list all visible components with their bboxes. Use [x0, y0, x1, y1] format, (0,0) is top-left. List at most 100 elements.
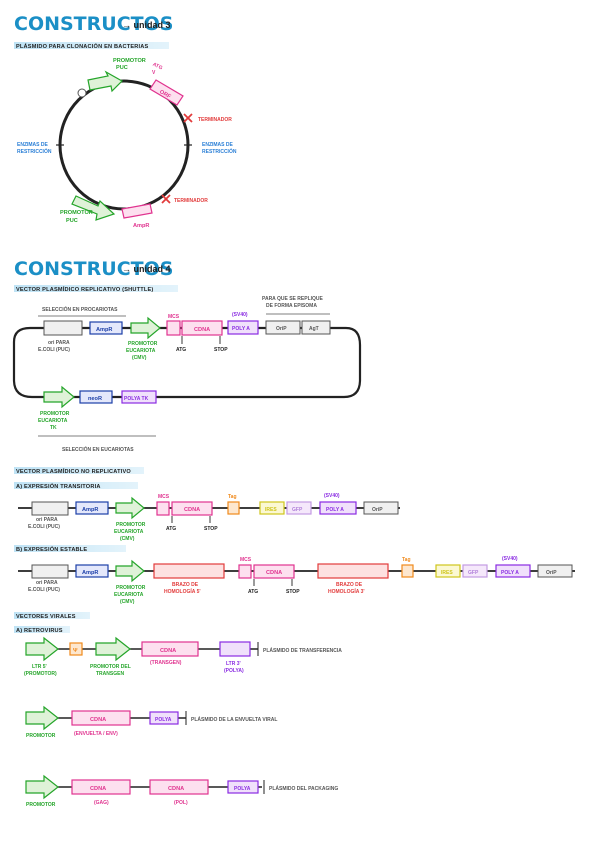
u3-puc-label: PUC [116, 65, 128, 71]
u3-title: CONSTRUCTOS [14, 13, 173, 35]
nr-b-cdna-box [253, 564, 295, 579]
vv-pol-box [149, 779, 209, 795]
u4-stop: STOP [214, 347, 228, 353]
u4-mcs-box [166, 320, 181, 336]
u3-unit: → unidad 3 [122, 20, 171, 30]
vv-ltr5-1: LTR 5' [32, 664, 47, 670]
nr-a-highlight [14, 482, 138, 489]
u4-prom-3: (CMV) [132, 355, 147, 361]
nr-b-sv40: (SV40) [502, 556, 518, 562]
nr-a-mcs: MCS [158, 494, 170, 500]
u3-enzimas-right-1: ENZIMAS DE [202, 142, 234, 148]
u4-subtitle: VECTOR PLASMÍDICO REPLICATIVO (SHUTTLE) [16, 285, 154, 293]
nr-b-highlight [14, 545, 126, 552]
vv-r3-promoter [25, 774, 59, 800]
vv-psi: Ψ [73, 648, 78, 654]
nr-a-prom-2: EUCARIOTA [114, 529, 144, 535]
nr-a-cdna-box [171, 501, 213, 516]
u3-subtitle-highlight [14, 42, 169, 49]
u3-promoter-arrow [87, 70, 123, 93]
u4-tk-promoter [43, 385, 75, 409]
u4-plasmid-right [155, 326, 362, 399]
vv-promtransgen-arrow [95, 636, 131, 662]
nr-a-atg: ATG [166, 526, 176, 532]
nr-subtitle: VECTOR PLASMÍDICO NO REPLICATIVO [16, 467, 131, 475]
nr-b-ampr: AmpR [82, 570, 98, 576]
nr-a-title: A) EXPRESIÓN TRANSITORIA [16, 482, 101, 490]
nr-a-orip: OriP [372, 507, 383, 513]
vv-gag-box [71, 779, 131, 795]
nr-b-ires: IRES [441, 570, 453, 576]
u4-episoma-2: DE FORMA EPISOMA [266, 303, 317, 309]
nr-b-prom-3: (CMV) [120, 599, 135, 605]
nr-b-mcs: MCS [240, 557, 252, 563]
vv-transgen: (TRANSGEN) [150, 660, 182, 666]
nr-b-polya: POLY A [501, 570, 519, 576]
nr-a-polya: POLY A [326, 507, 344, 513]
u4-mcs: MCS [168, 314, 180, 320]
u3-terminator-2 [161, 194, 171, 204]
u3-promotor-label: PROMOTOR [113, 58, 146, 64]
nr-a-stop: STOP [204, 526, 218, 532]
nr-a-tag-box [227, 501, 240, 515]
u4-ampr-box [89, 321, 123, 335]
vv-r3-polya-box [227, 780, 259, 794]
nr-b-gfp-box [462, 564, 488, 578]
u4-ori-2: E.COLI (PUC) [38, 347, 70, 353]
nr-a-sv40: (SV40) [324, 493, 340, 499]
nr-a-ampr-box [75, 501, 109, 515]
vv-plasmido-packaging: PLÁSMIDO DEL PACKAGING [269, 785, 338, 792]
nr-a-gfp-box [286, 501, 312, 515]
vv-r2-polya-box [149, 711, 179, 725]
u4-polyatk-box [121, 390, 157, 404]
u3-terminador-2-label: TERMINADOR [174, 198, 208, 204]
u4-prom-1: PROMOTOR [128, 341, 158, 347]
nr-b-brazo5-1: BRAZO DE [172, 582, 199, 588]
u4-episoma-1: PARA QUE SE REPLIQUE [262, 296, 324, 302]
nr-a-promoter [115, 496, 145, 520]
nr-b-stop: STOP [286, 589, 300, 595]
nr-b-tag: Tag [402, 557, 411, 563]
vv-subtitle: VECTORES VIRALES [16, 614, 76, 620]
vv-ltr5-arrow [25, 636, 59, 662]
u4-sv40: (SV40) [232, 312, 248, 318]
nr-a-mcs-box [156, 501, 170, 516]
nr-b-brazo3-1: BRAZO DE [336, 582, 363, 588]
vv-ltr3-2: (POLYA) [224, 668, 244, 674]
vv-promtransgen-1: PROMOTOR DEL [90, 664, 131, 670]
nr-b-cdna: CDNA [266, 570, 282, 576]
u4-prom-2: EUCARIOTA [126, 348, 156, 354]
nr-b-brazo5-2: HOMOLOGÍA 5' [164, 587, 201, 595]
u4-subtitle-highlight [14, 285, 178, 292]
vv-subtitle-highlight [14, 612, 90, 619]
u3-ori-dot [77, 88, 87, 98]
u3-subtitle: PLÁSMIDO PARA CLONACIÓN EN BACTERIAS [16, 42, 149, 50]
nr-subtitle-highlight [14, 467, 144, 474]
nr-a-ori-box [31, 501, 69, 516]
u3-enzimas-left-2: RESTRICCIÓN [17, 147, 52, 155]
u3-enzimas-left-1: ENZIMAS DE [17, 142, 49, 148]
u4-promoter-arrow [130, 316, 161, 340]
vv-cdna-transgen-box [141, 641, 199, 657]
nr-a-tag: Tag [228, 494, 237, 500]
u4-tk-2: EUCARIOTA [38, 418, 68, 424]
u4-polya-box [227, 320, 259, 335]
nr-b-gfp: GFP [468, 570, 479, 576]
nr-b-promoter [115, 559, 145, 583]
u3-orf-label: ORF [158, 89, 172, 100]
u4-ori-1: ori PARA [48, 340, 70, 346]
u3-puc-2: PUC [66, 218, 78, 224]
vv-plasmido-envuelta: PLÁSMIDO DE LA ENVUELTA VIRAL [191, 716, 277, 723]
nr-b-atg: ATG [248, 589, 258, 595]
nr-b-brazo3-box [317, 563, 389, 579]
u4-neor-box [79, 390, 113, 404]
vv-r3-promotor: PROMOTOR [26, 802, 56, 808]
nr-a-orip-box [363, 501, 399, 515]
u4-neor: neoR [88, 396, 102, 402]
u4-agt-box [301, 320, 331, 335]
u3-ampr-box [121, 203, 153, 219]
nr-b-ori-2: E.COLI (PUC) [28, 587, 60, 593]
vv-cdna-4: CDNA [168, 786, 184, 792]
nr-b-ori-box [31, 564, 69, 579]
